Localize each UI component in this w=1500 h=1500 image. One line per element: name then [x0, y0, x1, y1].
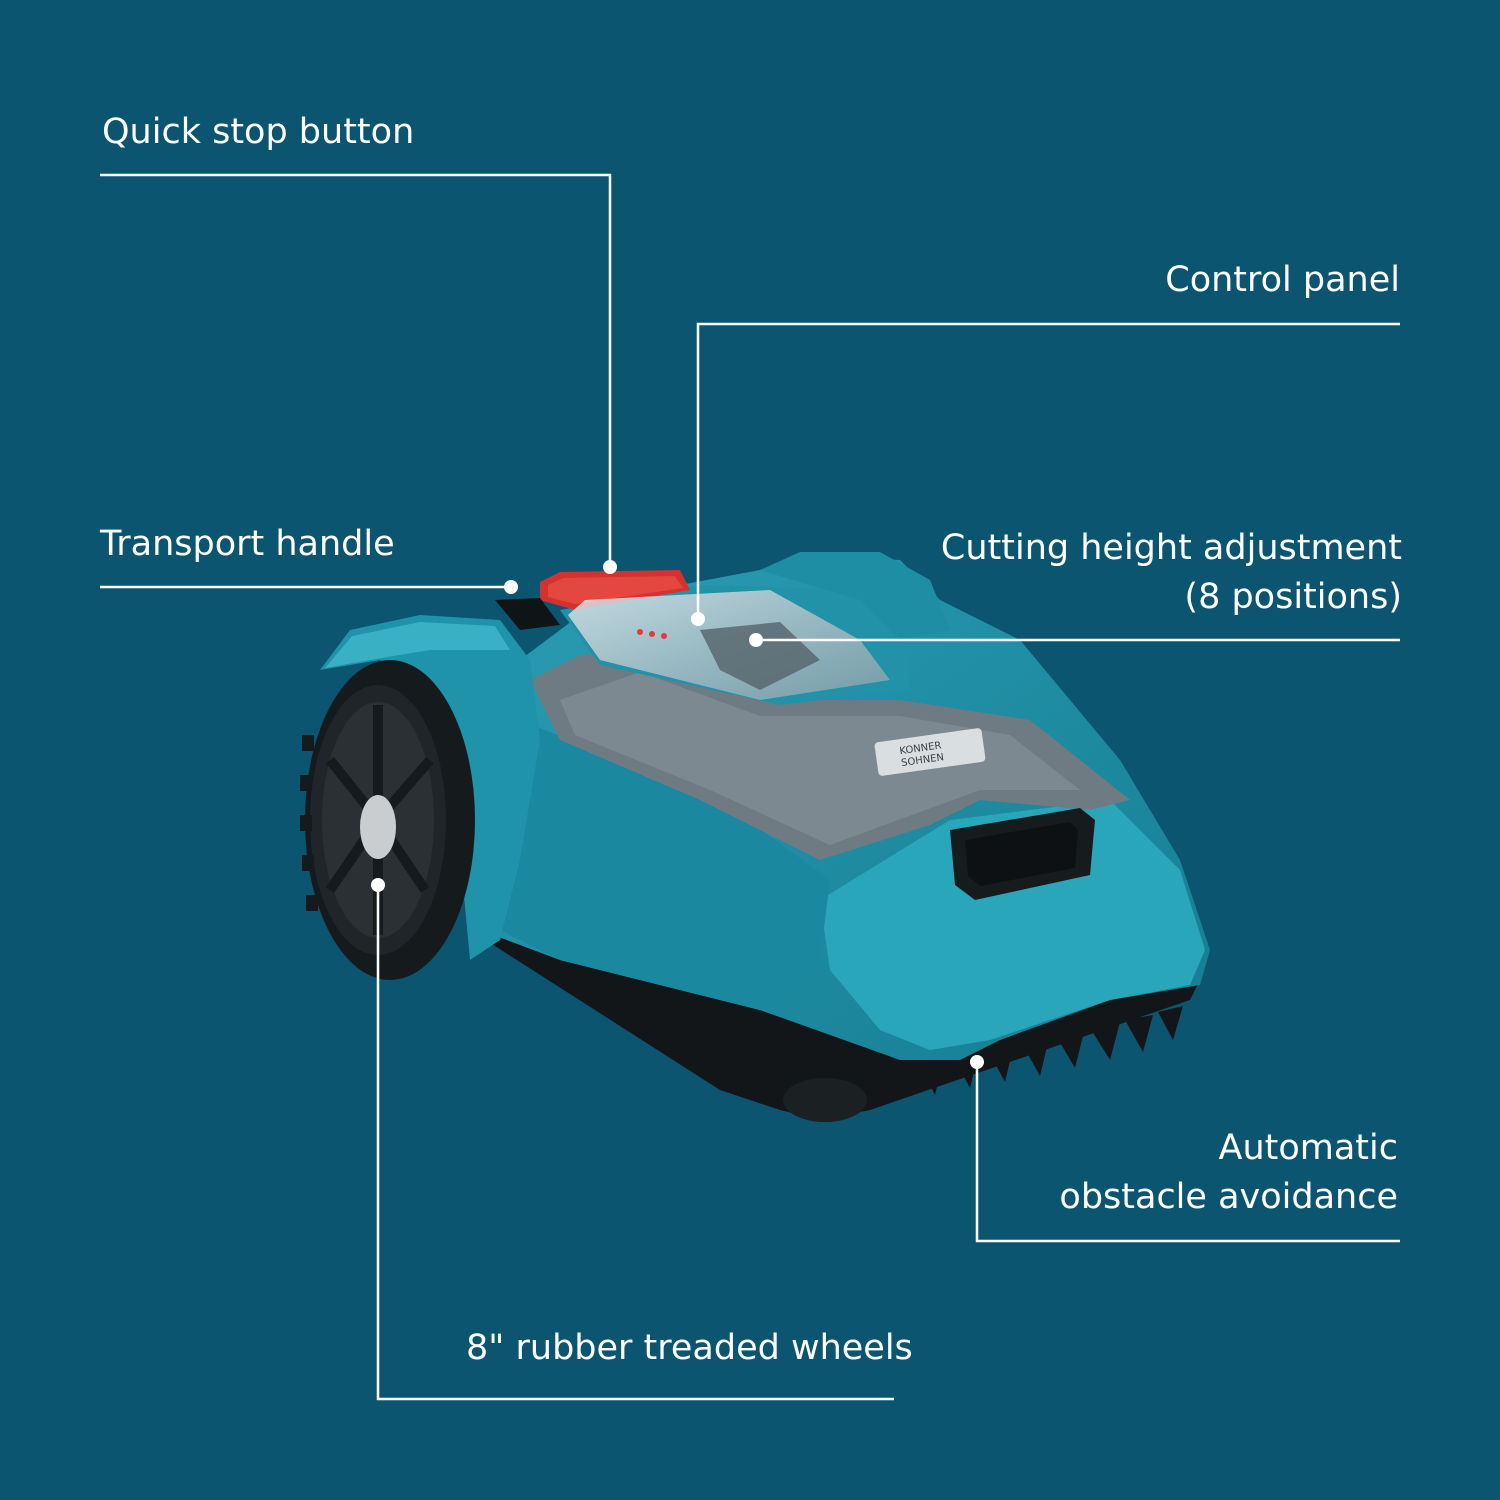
dot-cutting-height [749, 633, 763, 647]
callout-wheels: 8" rubber treaded wheels [466, 1328, 913, 1368]
dot-quick-stop [603, 560, 617, 574]
transport-handle-slot [495, 598, 560, 630]
right-fender [760, 552, 950, 640]
leader-quick-stop [100, 173, 612, 567]
callout-transport-handle: Transport handle [100, 524, 395, 564]
rear-wheel [300, 660, 475, 980]
quick-stop-button-graphic [540, 570, 690, 610]
wheel-hub [360, 795, 396, 859]
callout-obstacle-line1: Automatic [1218, 1128, 1399, 1168]
leader-obstacle [975, 1062, 1400, 1243]
leader-wheels [376, 885, 894, 1401]
callout-quick-stop-button: Quick stop button [102, 112, 415, 152]
brand-badge: KONNER SOHNEN [874, 728, 986, 776]
rear-fender [320, 615, 540, 960]
leader-control-panel [696, 322, 1400, 619]
callout-cutting-height-line2: (8 positions) [1184, 577, 1402, 617]
callout-control-panel: Control panel [1165, 260, 1400, 300]
callout-cutting-height-line1: Cutting height adjustment [940, 528, 1402, 568]
mower-body: KONNER SOHNEN [480, 555, 1210, 1060]
dot-control-panel [691, 612, 705, 626]
dot-transport-handle [504, 580, 518, 594]
dot-obstacle [970, 1055, 984, 1069]
callout-obstacle-line2: obstacle avoidance [1059, 1177, 1398, 1217]
dot-wheels [371, 878, 385, 892]
